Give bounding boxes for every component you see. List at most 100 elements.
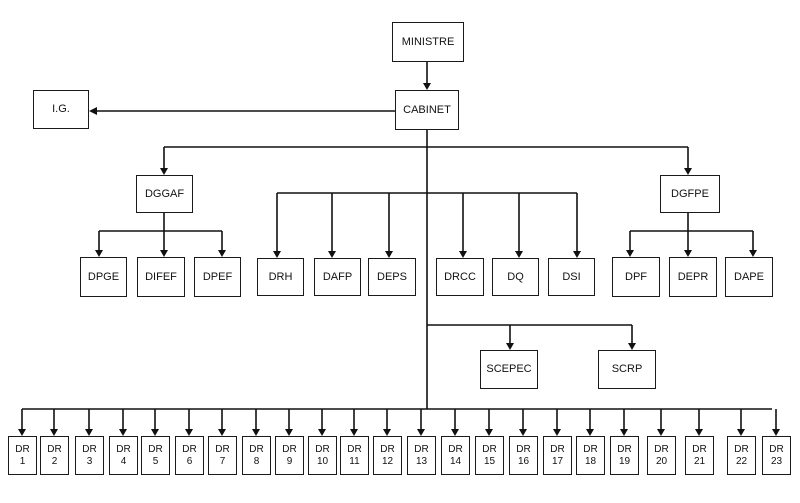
dr-label: DR [347,443,362,455]
dr-number: 15 [483,455,496,467]
box-ministre: MINISTRE [392,22,464,62]
arrowhead [459,251,467,258]
box-dpf: DPF [612,257,660,297]
arrowhead [628,343,636,350]
dr-label: DR [148,443,163,455]
arrowhead [151,429,159,436]
arrowhead [620,429,628,436]
arrowhead [318,429,326,436]
box-dpge: DPGE [80,257,127,297]
box-dape: DAPE [725,257,773,297]
dr-number: 2 [51,455,58,467]
arrowhead [737,429,745,436]
dr-label: DR [769,443,784,455]
dr-number: 11 [349,455,360,467]
box-drcc: DRCC [436,258,484,296]
dr-number: 6 [186,455,193,467]
arrowhead [485,429,493,436]
dr-label: DR [734,443,749,455]
box-deps: DEPS [368,258,416,296]
arrowhead [749,250,757,257]
dr-number: 4 [120,455,127,467]
arrowhead [573,251,581,258]
arrowhead [626,250,634,257]
dr-number: 20 [655,455,668,467]
box-dq: DQ [492,258,539,296]
dr-number: 16 [517,455,530,467]
box-difef: DIFEF [137,257,185,297]
dr-number: 13 [415,455,428,467]
arrowhead [423,83,431,90]
dr-label: DR [550,443,565,455]
dr-number: 12 [381,455,394,467]
arrowhead [383,429,391,436]
dr-label: DR [654,443,669,455]
box-dafp: DAFP [314,258,361,296]
dr-label: DR [380,443,395,455]
arrowhead [586,429,594,436]
arrowhead [185,429,193,436]
arrowhead [515,251,523,258]
arrowhead [695,429,703,436]
dr-label: DR [249,443,264,455]
arrowhead [95,250,103,257]
dr-number: 17 [551,455,564,467]
box-dgfpe: DGFPE [660,175,720,213]
dr-label: DR [82,443,97,455]
arrowhead [50,429,58,436]
arrowhead [684,250,692,257]
arrowhead [506,343,514,350]
arrowhead [385,251,393,258]
dr-label: DR [583,443,598,455]
dr-label: DR [47,443,62,455]
arrowhead [553,429,561,436]
arrowhead [417,429,425,436]
box-dggaf: DGGAF [136,175,193,213]
box-depr: DEPR [669,257,717,297]
dr-number: 22 [735,455,748,467]
arrowhead [285,429,293,436]
box-cabinet: CABINET [395,90,459,130]
dr-label: DR [315,443,330,455]
dr-label: DR [116,443,131,455]
arrowhead [684,168,692,175]
box-drh: DRH [257,258,304,296]
arrowhead [18,429,26,436]
arrowhead [328,251,336,258]
arrowhead [160,168,168,175]
arrowhead [657,429,665,436]
arrowhead [451,429,459,436]
arrowhead [519,429,527,436]
dr-number: 9 [286,455,293,467]
dr-number: 7 [219,455,226,467]
dr-label: DR [482,443,497,455]
arrowhead [350,429,358,436]
dr-number: 5 [152,455,159,467]
arrowhead [772,429,780,436]
box-dsi: DSI [548,258,595,296]
dr-number: 3 [86,455,93,467]
dr-label: DR [282,443,297,455]
dr-number: 14 [449,455,462,467]
dr-label: DR [215,443,230,455]
dr-number: 19 [618,455,631,467]
dr-number: 18 [584,455,597,467]
arrowhead [119,429,127,436]
dr-label: DR [516,443,531,455]
box-scepec: SCEPEC [480,350,538,389]
